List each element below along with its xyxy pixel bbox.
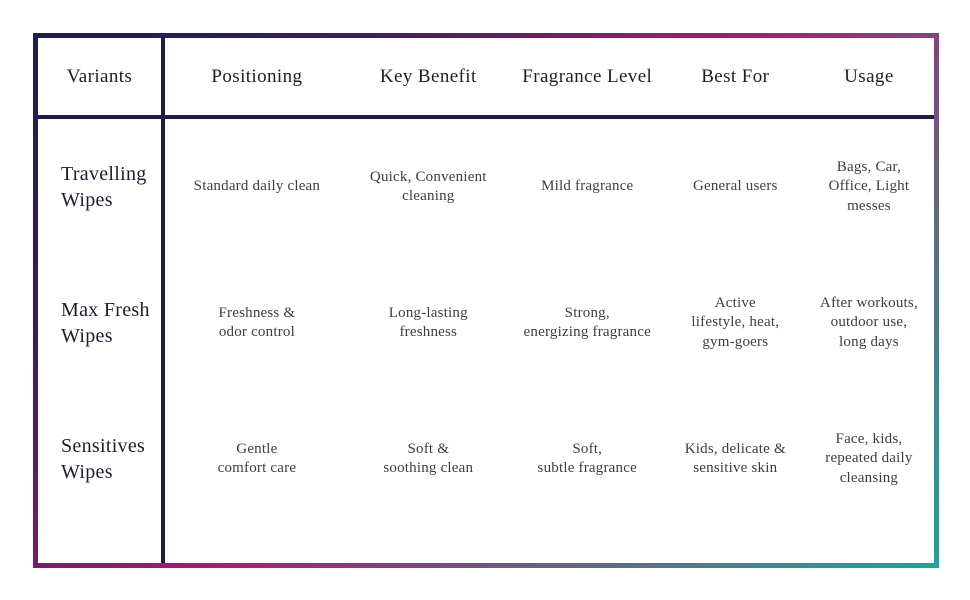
cell-maxfresh-key-benefit: Long-lasting freshness bbox=[388, 304, 468, 340]
cell-maxfresh-best-for: Active lifestyle, heat, gym-goers bbox=[691, 295, 780, 350]
row-label-max-fresh-wipes: Max Fresh Wipes bbox=[38, 255, 165, 391]
column-header-usage: Usage bbox=[844, 65, 894, 87]
body-filler bbox=[165, 527, 934, 563]
table-row: Freshness & odor control Long-lasting fr… bbox=[165, 255, 934, 391]
table-row: Gentle comfort care Soft & soothing clea… bbox=[165, 391, 934, 527]
cell-sensitives-key-benefit: Soft & soothing clean bbox=[383, 440, 474, 476]
column-header-best-for: Best For bbox=[701, 65, 770, 87]
cell-maxfresh-positioning: Freshness & odor control bbox=[218, 304, 296, 340]
left-column-filler bbox=[38, 527, 165, 563]
column-header-positioning: Positioning bbox=[211, 65, 303, 87]
row-label-travelling-wipes: Travelling Wipes bbox=[38, 119, 165, 255]
comparison-table-frame: Variants Positioning Key Benefit Fragran… bbox=[33, 33, 939, 568]
table-row: Standard daily clean Quick, Convenient c… bbox=[165, 119, 934, 255]
cell-travelling-usage: Bags, Car, Office, Light messes bbox=[828, 159, 910, 214]
cell-sensitives-usage: Face, kids, repeated daily cleansing bbox=[825, 431, 913, 486]
cell-maxfresh-usage: After workouts, outdoor use, long days bbox=[819, 295, 918, 350]
cell-sensitives-best-for: Kids, delicate & sensitive skin bbox=[684, 440, 786, 476]
column-header-variants: Variants bbox=[38, 38, 165, 119]
cell-travelling-fragrance: Mild fragrance bbox=[541, 178, 634, 195]
column-header-key-benefit: Key Benefit bbox=[379, 65, 477, 87]
column-header-fragrance-level: Fragrance Level bbox=[522, 65, 653, 87]
header-row: Positioning Key Benefit Fragrance Level … bbox=[165, 38, 934, 119]
cell-sensitives-positioning: Gentle comfort care bbox=[217, 440, 297, 476]
cell-travelling-key-benefit: Quick, Convenient cleaning bbox=[369, 168, 487, 204]
cell-sensitives-fragrance: Soft, subtle fragrance bbox=[537, 440, 637, 476]
cell-travelling-positioning: Standard daily clean bbox=[193, 178, 321, 195]
row-label-sensitives-wipes: Sensitives Wipes bbox=[38, 391, 165, 527]
comparison-table: Variants Positioning Key Benefit Fragran… bbox=[38, 38, 934, 563]
cell-maxfresh-fragrance: Strong, energizing fragrance bbox=[523, 304, 651, 340]
cell-travelling-best-for: General users bbox=[692, 178, 778, 195]
